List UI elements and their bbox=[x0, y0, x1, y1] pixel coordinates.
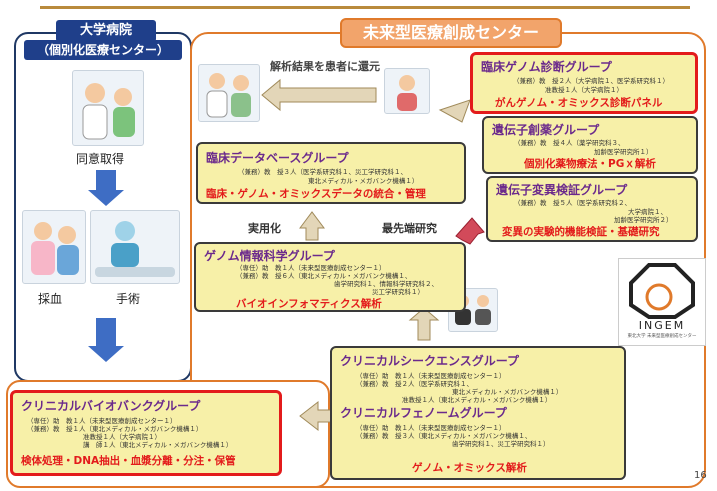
group-member: 准教授１人（大学病院１） bbox=[545, 86, 623, 94]
sequence-phenome-group: クリニカルシークエンスグループ （専任）助 教１人（未来型医療創成センター１） … bbox=[330, 346, 626, 480]
gene-variant-group: 遺伝子変異検証グループ （兼務）教 授５人（医学系研究科２、 大学病院１、 加齢… bbox=[486, 176, 698, 242]
group-member: 准教授１人（東北メディカル・メガバンク機構１） bbox=[402, 396, 552, 404]
group-member: 災工学研究科１） bbox=[372, 288, 424, 296]
group-member: 准教授１人（大学病院１） bbox=[83, 433, 161, 441]
group-title: クリニカルフェノームグループ bbox=[340, 406, 507, 420]
practical-label: 実用化 bbox=[248, 222, 281, 235]
cutting-edge-label: 最先端研究 bbox=[382, 222, 437, 235]
research-arrow-icon bbox=[455, 217, 485, 245]
ingem-logo: INGEM 東北大学 未来型医療創成センター bbox=[618, 258, 706, 346]
clinical-genome-group: 臨床ゲノム診断グループ （兼務）教 授２人（大学病院１、医学系研究科１） 准教授… bbox=[470, 52, 698, 114]
group-member: 加齢医学研究所１） bbox=[594, 148, 653, 156]
page-number: 16 bbox=[694, 470, 707, 481]
group-topic: 個別化薬物療法・PGｘ解析 bbox=[524, 158, 656, 170]
consultation-icon bbox=[206, 73, 251, 118]
return-arrow-icon bbox=[261, 78, 377, 112]
group-member: （兼務）教 授２人（医学系研究科１、 bbox=[356, 380, 473, 388]
group-member: （兼務）教 授３人（東北メディカル・メガバンク機構１、 bbox=[356, 432, 532, 440]
sequence-up-arrow-icon bbox=[408, 307, 440, 341]
group-member: 大学病院１、 bbox=[628, 208, 667, 216]
group-member: （兼務）教 授３人（医学系研究科１、災工学研究科１、 bbox=[238, 168, 407, 176]
group-topic: バイオインフォマティクス解析 bbox=[236, 298, 382, 310]
group-title: 遺伝子創薬グループ bbox=[492, 123, 600, 137]
surgery-photo bbox=[90, 210, 180, 284]
biobank-to-sequence-arrow-icon bbox=[299, 400, 333, 432]
logo-subtext: 東北大学 未来型医療創成センター bbox=[627, 334, 697, 339]
down-arrow-1 bbox=[88, 170, 124, 206]
practical-arrow-icon bbox=[299, 211, 325, 241]
group-topic: 臨床・ゲノム・オミックスデータの統合・管理 bbox=[206, 188, 426, 200]
consent-photo bbox=[72, 70, 144, 146]
group-member: （兼務）教 授６人（東北メディカル・メガバンク機構１、 bbox=[236, 272, 412, 280]
group-member: 加齢医学研究所２） bbox=[614, 216, 673, 224]
group-member: 講 師１人（東北メディカル・メガバンク機構１） bbox=[83, 441, 233, 449]
group-member: （専任）助 教１人（未来型医療創成センター１） bbox=[236, 264, 386, 272]
patient-icon bbox=[397, 75, 417, 111]
group-topic: 変異の実験的機能検証・基礎研究 bbox=[502, 226, 660, 238]
blood-draw-photo bbox=[22, 210, 86, 284]
genome-info-group: ゲノム情報科学グループ （専任）助 教１人（未来型医療創成センター１） （兼務）… bbox=[194, 242, 466, 312]
group-member: 東北メディカル・メガバンク機構１） bbox=[452, 388, 563, 396]
surgery-label: 手術 bbox=[116, 292, 141, 306]
patient-return-photo bbox=[384, 68, 430, 114]
group-member: 歯学研究科１、情報科学研究科２、 bbox=[334, 280, 438, 288]
down-arrow-2 bbox=[88, 318, 124, 362]
group-title: 臨床データベースグループ bbox=[206, 151, 349, 165]
up-right-arrow-icon bbox=[438, 99, 471, 123]
logo-text: INGEM bbox=[638, 319, 686, 332]
group-member: （専任）助 教１人（未来型医療創成センター１） bbox=[356, 424, 506, 432]
group-topic: ゲノム・オミックス解析 bbox=[412, 462, 527, 474]
hospital-title: 大学病院 bbox=[56, 20, 156, 42]
surgeon-icon bbox=[95, 221, 175, 277]
consent-label: 同意取得 bbox=[76, 152, 125, 166]
group-title: 臨床ゲノム診断グループ bbox=[481, 60, 612, 74]
biobank-group: クリニカルバイオバンクグループ （専任）助 教１人（未来型医療創成センター１） … bbox=[10, 390, 282, 476]
nurse-icon bbox=[31, 222, 79, 275]
group-member: （兼務）教 授４人（薬学研究科３、 bbox=[514, 139, 625, 147]
group-title: クリニカルバイオバンクグループ bbox=[21, 399, 201, 413]
blood-label: 採血 bbox=[38, 292, 63, 306]
consultation-photo bbox=[198, 64, 260, 122]
group-title: ゲノム情報科学グループ bbox=[204, 249, 335, 263]
return-label: 解析結果を患者に還元 bbox=[270, 60, 380, 73]
group-title: 遺伝子変異検証グループ bbox=[496, 183, 628, 197]
group-member: （専任）助 教１人（未来型医療創成センター１） bbox=[27, 417, 177, 425]
group-member: 東北メディカル・メガバンク機構１） bbox=[308, 177, 419, 185]
group-member: 歯学研究科１、災工学研究科１） bbox=[452, 440, 550, 448]
logo-mark-icon bbox=[629, 263, 695, 319]
group-member: （兼務）教 授１人（東北メディカル・メガバンク機構１） bbox=[27, 425, 203, 433]
group-topic: がんゲノム・オミックス診断パネル bbox=[495, 97, 663, 109]
clinical-db-group: 臨床データベースグループ （兼務）教 授３人（医学系研究科１、災工学研究科１、 … bbox=[196, 142, 466, 204]
group-member: （専任）助 教１人（未来型医療創成センター１） bbox=[356, 372, 506, 380]
group-member: （兼務）教 授５人（医学系研究科２、 bbox=[514, 199, 631, 207]
top-rule bbox=[40, 6, 690, 9]
hospital-subtitle: （個別化医療センター） bbox=[24, 40, 182, 60]
center-title: 未来型医療創成センター bbox=[340, 18, 562, 48]
group-topic: 検体処理・DNA抽出・血漿分離・分注・保管 bbox=[21, 455, 236, 467]
gene-drug-group: 遺伝子創薬グループ （兼務）教 授４人（薬学研究科３、 加齢医学研究所１） 個別… bbox=[482, 116, 698, 174]
group-member: （兼務）教 授２人（大学病院１、医学系研究科１） bbox=[513, 77, 669, 85]
group-title: クリニカルシークエンスグループ bbox=[340, 354, 520, 368]
doctor-patient-icon bbox=[82, 83, 135, 140]
